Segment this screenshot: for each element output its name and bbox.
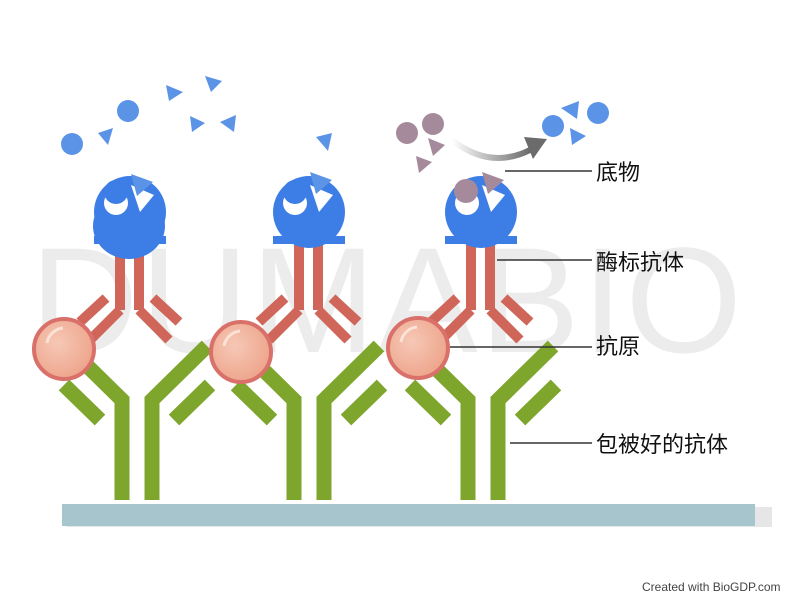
credit-text: Created with BioGDP.com <box>642 580 781 594</box>
label-coated-antibody: 包被好的抗体 <box>596 433 729 458</box>
leader-lines <box>450 170 592 444</box>
label-antigen: 抗原 <box>596 335 641 360</box>
enzyme-antibody-1 <box>76 245 183 344</box>
antigen-2 <box>209 320 273 384</box>
antigen-1 <box>32 317 96 381</box>
label-substrate: 底物 <box>596 161 641 186</box>
substrate-precursor-molecules <box>396 113 445 173</box>
reaction-arrow <box>450 137 547 161</box>
enzyme-3 <box>445 172 517 248</box>
enzyme-1 <box>93 174 166 259</box>
enzyme-2 <box>273 172 345 248</box>
label-enzyme-labeled-antibody: 酶标抗体 <box>596 251 685 276</box>
antigen-3 <box>386 316 450 380</box>
enzyme-antibody-2 <box>255 245 362 344</box>
free-substrate-molecules <box>61 76 609 155</box>
microplate-surface <box>62 504 772 527</box>
